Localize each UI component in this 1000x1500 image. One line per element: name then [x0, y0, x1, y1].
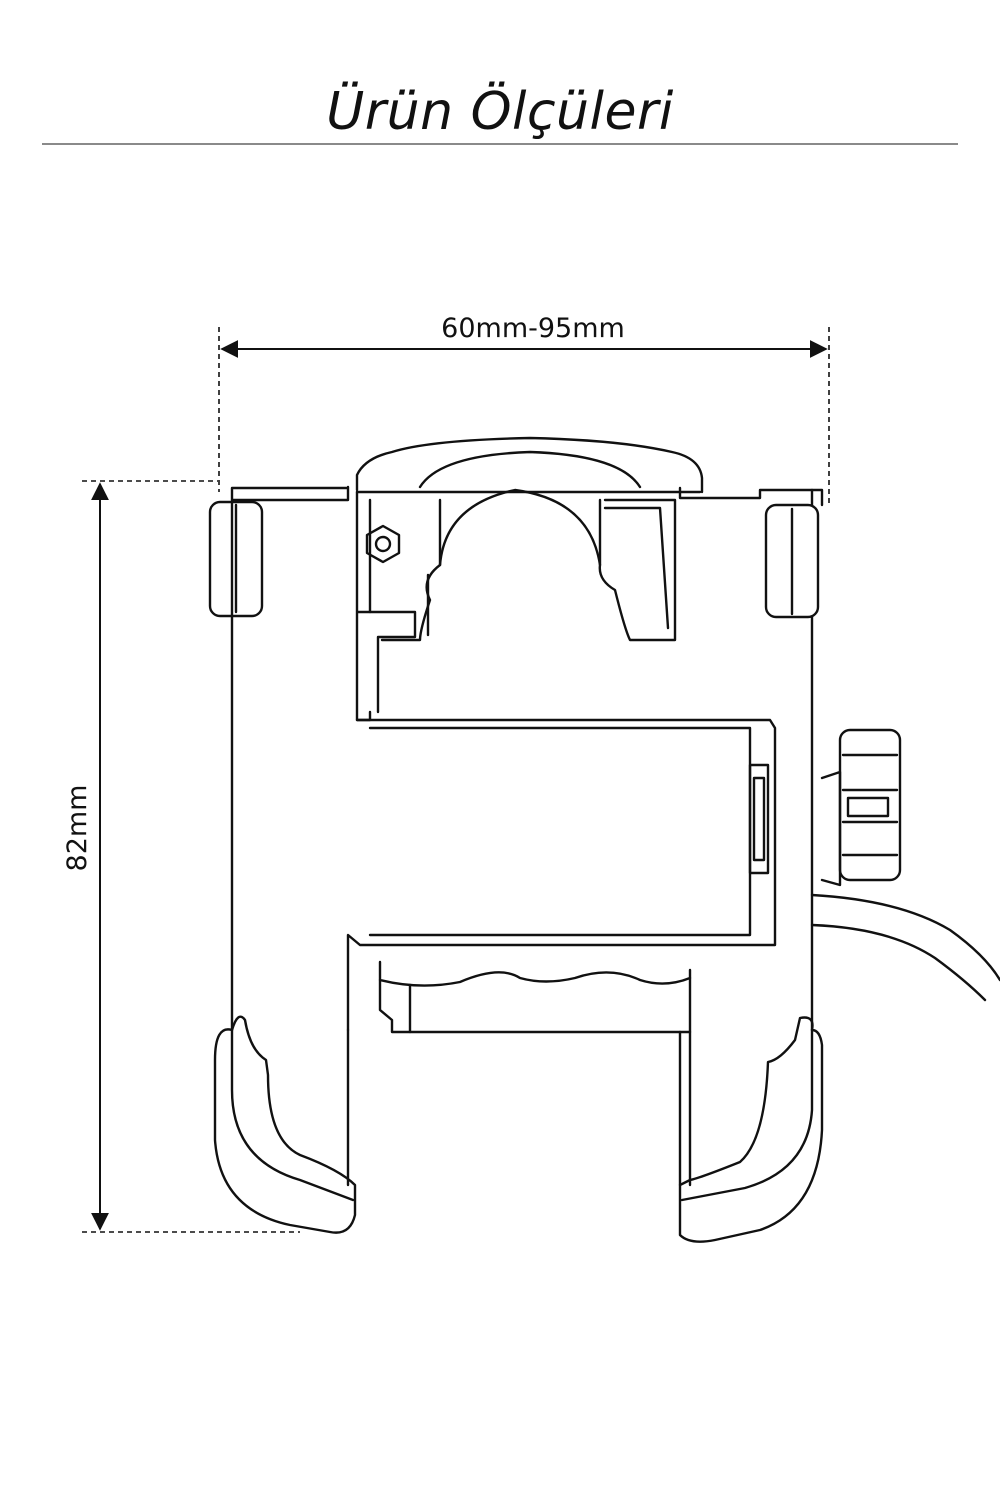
height-dimension-label: 82mm [62, 785, 93, 872]
width-dimension-label: 60mm-95mm [441, 313, 625, 344]
width-dimension: 60mm-95mm [218, 313, 830, 505]
side-knob-icon [820, 770, 842, 887]
bottom-right-claw [678, 1016, 824, 1243]
height-dimension: 82mm [62, 480, 300, 1233]
top-left-jaw-post [208, 500, 264, 618]
holder-body-outline [230, 485, 350, 1032]
lower-grip [378, 960, 692, 987]
phone-holder-drawing [208, 436, 1000, 1243]
hex-bolt-icon [365, 524, 401, 564]
top-right-jaw-post [764, 503, 820, 619]
upper-clamp-housing [355, 436, 704, 494]
handlebar-clamp-cutout [380, 488, 677, 642]
power-cable [810, 893, 1000, 982]
middle-slide-plate [346, 718, 777, 1032]
title-divider [42, 143, 958, 145]
bottom-left-claw [213, 1015, 357, 1234]
page-title: Ürün Ölçüleri [326, 82, 674, 142]
